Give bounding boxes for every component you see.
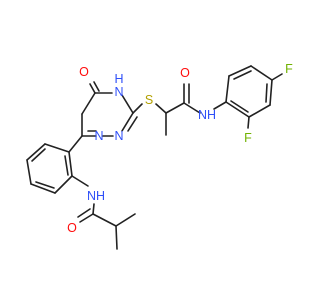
bond xyxy=(64,155,69,176)
bond xyxy=(89,83,96,94)
bond xyxy=(54,175,73,194)
thioether-sulfur-label: S xyxy=(145,93,153,107)
bond xyxy=(115,213,136,227)
bond xyxy=(79,213,94,223)
bond xyxy=(93,81,100,92)
bond xyxy=(230,100,249,113)
bond xyxy=(92,203,95,215)
bond xyxy=(35,181,55,189)
bond xyxy=(225,75,230,103)
bond xyxy=(213,101,227,110)
bond xyxy=(121,94,134,114)
bond xyxy=(247,116,250,129)
bond xyxy=(127,116,138,132)
bond xyxy=(26,143,46,161)
bond xyxy=(228,65,252,77)
bond xyxy=(155,103,167,114)
bond xyxy=(269,79,273,106)
amide-oxygen-label: O xyxy=(180,66,190,80)
bond xyxy=(183,102,201,114)
bond xyxy=(81,92,96,115)
bond xyxy=(225,101,250,118)
ring-nh-h-label: H xyxy=(114,72,123,86)
bond xyxy=(31,148,46,162)
bond xyxy=(68,151,73,177)
bond xyxy=(44,143,70,153)
bond xyxy=(165,102,185,114)
ring-nh-n-label: N xyxy=(114,85,123,99)
bond xyxy=(265,83,268,103)
anilide-nh-label: NH xyxy=(87,189,105,203)
bond xyxy=(250,65,273,81)
fluorine-para-label: F xyxy=(285,62,293,76)
fluorine-ortho-label: F xyxy=(244,131,252,145)
bond xyxy=(92,213,117,227)
bonds xyxy=(26,65,283,250)
bond xyxy=(30,183,56,194)
amide-nh-label: NH xyxy=(198,108,216,122)
bond xyxy=(248,104,271,118)
ring-nitrogen-label: N xyxy=(114,129,123,143)
molecule-drawing: O N H S O NH F F N N NH O xyxy=(26,62,293,250)
bond xyxy=(132,103,143,114)
bond xyxy=(233,70,252,80)
bond xyxy=(271,73,283,81)
structure-diagram: O N H S O NH F F N N NH O xyxy=(26,62,293,250)
bond xyxy=(77,208,91,218)
ring-oxygen-label: O xyxy=(79,65,89,79)
atom-labels: O N H S O NH F F N N NH O xyxy=(67,62,293,235)
bond xyxy=(115,225,118,250)
bond xyxy=(71,175,89,187)
bond xyxy=(68,135,83,153)
bond xyxy=(26,159,32,185)
bond xyxy=(121,112,134,132)
anilide-oxygen-label: O xyxy=(67,221,77,235)
ring-nitrogen-label: N xyxy=(94,129,103,143)
